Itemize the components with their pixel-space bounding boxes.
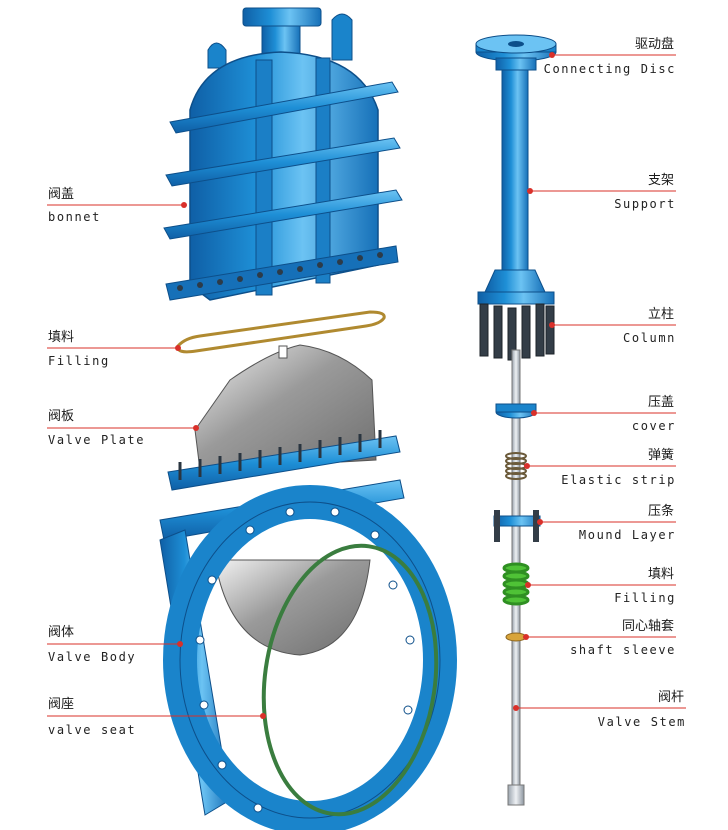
label-cn: 弹簧: [648, 447, 674, 463]
label-en: bonnet: [48, 210, 101, 224]
label-en: Valve Stem: [598, 715, 686, 729]
label-cn: 阀体: [48, 625, 74, 640]
label-en: Valve Body: [48, 650, 136, 664]
label-en: Mound Layer: [579, 528, 676, 542]
callout-shaft-sleeve: 同心轴套 shaft sleeve: [523, 618, 676, 657]
label-en: Filling: [614, 591, 676, 605]
callout-column: 立柱 Column: [549, 307, 676, 345]
callout-cover: 压盖 cover: [531, 395, 676, 433]
label-en: Column: [623, 331, 676, 345]
label-en: Support: [614, 197, 676, 211]
callout-valve-plate: 阀板 Valve Plate: [47, 409, 199, 447]
label-cn: 阀盖: [48, 187, 74, 202]
callout-support: 支架 Support: [527, 173, 676, 211]
filling-gasket-left: [176, 310, 386, 354]
connecting-disc-part: [475, 34, 557, 62]
label-cn: 阀座: [48, 697, 74, 712]
callout-filling-left: 填料 Filling: [47, 330, 181, 368]
callout-filling-right: 填料 Filling: [525, 567, 676, 605]
filling-right-part: [502, 562, 530, 606]
callout-mound-layer: 压条 Mound Layer: [537, 503, 676, 542]
callout-elastic-strip: 弹簧 Elastic strip: [524, 447, 676, 487]
label-en: valve seat: [48, 723, 136, 737]
callout-valve-stem: 阀杆 Valve Stem: [513, 690, 686, 729]
label-en: Elastic strip: [561, 473, 676, 487]
valve-body-part: [159, 430, 457, 830]
label-cn: 填料: [648, 567, 674, 582]
label-cn: 阀杆: [658, 690, 684, 705]
callout-valve-body: 阀体 Valve Body: [47, 625, 183, 664]
label-cn: 压盖: [648, 395, 674, 410]
callout-valve-seat: 阀座 valve seat: [47, 697, 266, 737]
support-part: [477, 57, 555, 305]
label-cn: 阀板: [48, 409, 74, 424]
cover-part: [495, 403, 537, 419]
valve-plate-part: [194, 344, 377, 656]
label-cn: 立柱: [648, 307, 674, 322]
label-cn: 压条: [648, 503, 674, 519]
label-cn: 驱动盘: [635, 36, 674, 52]
label-en: cover: [632, 419, 676, 433]
label-en: Connecting Disc: [544, 62, 676, 76]
label-cn: 同心轴套: [622, 618, 674, 634]
label-cn: 支架: [648, 173, 674, 188]
label-en: Valve Plate: [48, 433, 145, 447]
column-part: [479, 303, 555, 361]
label-en: shaft sleeve: [570, 643, 676, 657]
bonnet-part: [163, 7, 403, 301]
callout-connecting-disc: 驱动盘 Connecting Disc: [544, 36, 676, 76]
callout-bonnet: 阀盖 bonnet: [47, 187, 187, 224]
label-cn: 填料: [48, 330, 74, 345]
valve-seat-part: [261, 543, 439, 817]
label-en: Filling: [48, 354, 110, 368]
